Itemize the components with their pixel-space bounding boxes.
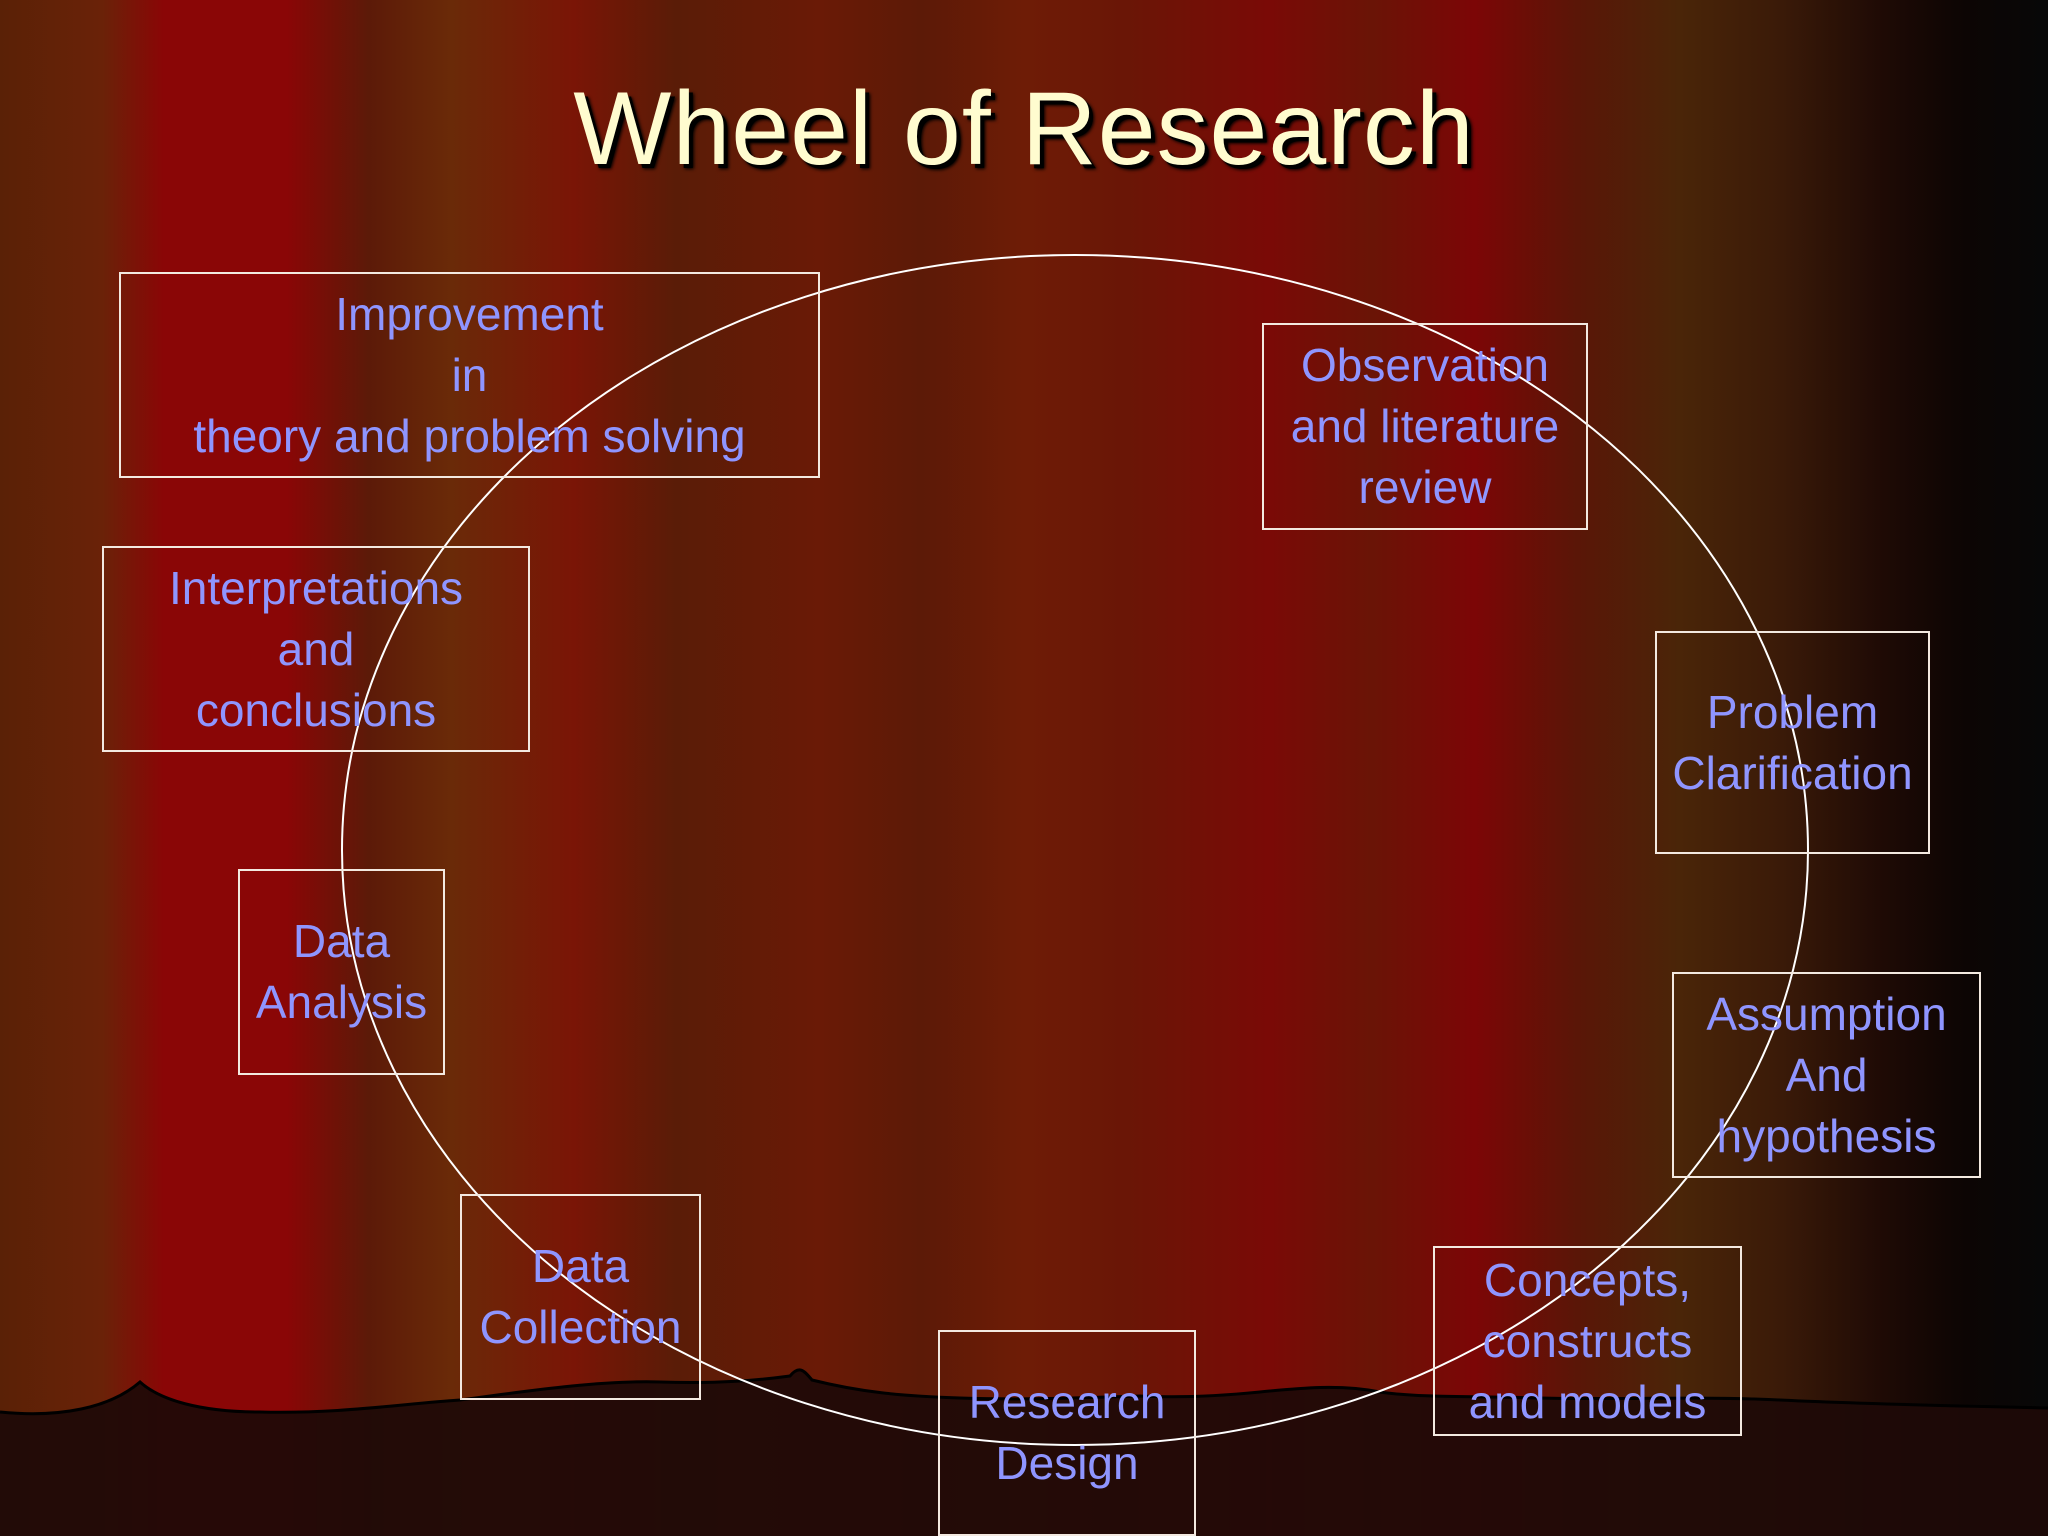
node-interpretations-label: Interpretations and conclusions: [168, 561, 464, 736]
slide-title: Wheel of Research: [573, 71, 1475, 187]
node-data-analysis: Data Analysis: [238, 869, 445, 1075]
node-problem-label: Problem Clarification: [1672, 685, 1913, 799]
node-improvement-label: Improvement in theory and problem solvin…: [193, 287, 746, 462]
node-data-analysis-label: Data Analysis: [255, 915, 428, 1028]
node-concepts: Concepts, constructs and models: [1433, 1246, 1742, 1436]
node-research-design-label: Research Design: [968, 1376, 1166, 1489]
node-assumption-label: Assumption And hypothesis: [1706, 987, 1947, 1162]
node-improvement: Improvement in theory and problem solvin…: [119, 272, 820, 478]
node-concepts-label: Concepts, constructs and models: [1468, 1253, 1707, 1428]
node-research-design: Research Design: [938, 1330, 1196, 1536]
node-observation: Observation and literature review: [1262, 323, 1588, 530]
node-data-collection-label: Data Collection: [479, 1240, 682, 1353]
node-problem: Problem Clarification: [1655, 631, 1930, 854]
node-interpretations: Interpretations and conclusions: [102, 546, 530, 752]
node-observation-label: Observation and literature review: [1290, 339, 1560, 513]
node-data-collection: Data Collection: [460, 1194, 701, 1400]
node-assumption: Assumption And hypothesis: [1672, 972, 1981, 1178]
